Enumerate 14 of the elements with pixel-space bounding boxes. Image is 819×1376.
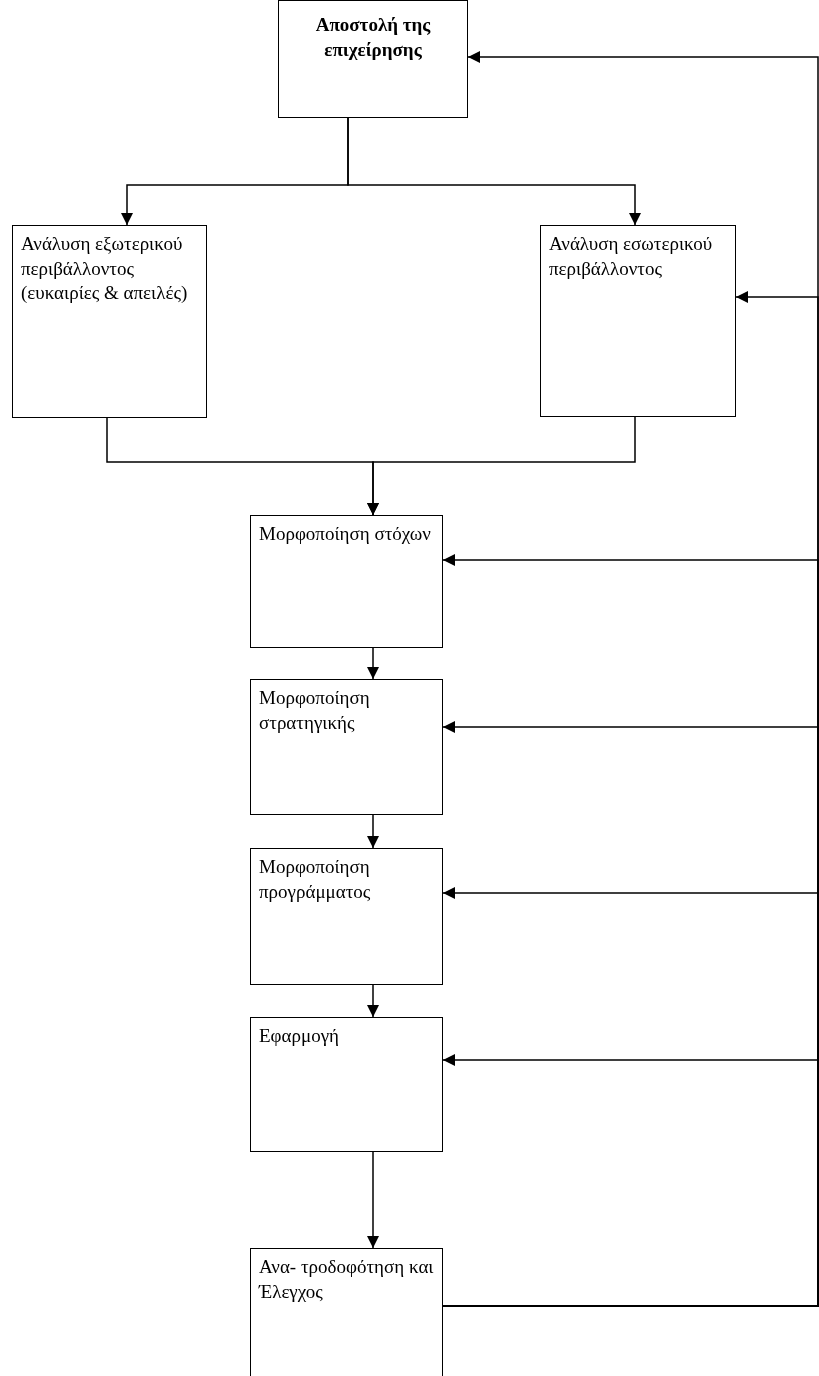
arrow: [367, 814, 379, 849]
process-box: Ανα- τροδοφότηση και Έλεγχος: [250, 1248, 443, 1376]
arrow: [367, 1151, 379, 1249]
arrow: [367, 647, 379, 680]
process-box: Μορφοποίηση στόχων: [250, 515, 443, 648]
arrow: [367, 984, 379, 1018]
process-box: Ανάλυση εσωτερικού περιβάλλοντος: [540, 225, 736, 417]
arrow: [367, 416, 636, 516]
process-box: Μορφοποίηση στρατηγικής: [250, 679, 443, 815]
process-box: Ανάλυση εξωτερικού περιβάλλοντος (ευκαιρίες & απειλές): [12, 225, 207, 418]
process-box: Αποστολή της επιχείρησης: [278, 0, 468, 118]
arrow: [347, 117, 641, 226]
process-box: Εφαρμογή: [250, 1017, 443, 1152]
process-box: Μορφοποίηση προγράμματος: [250, 848, 443, 985]
